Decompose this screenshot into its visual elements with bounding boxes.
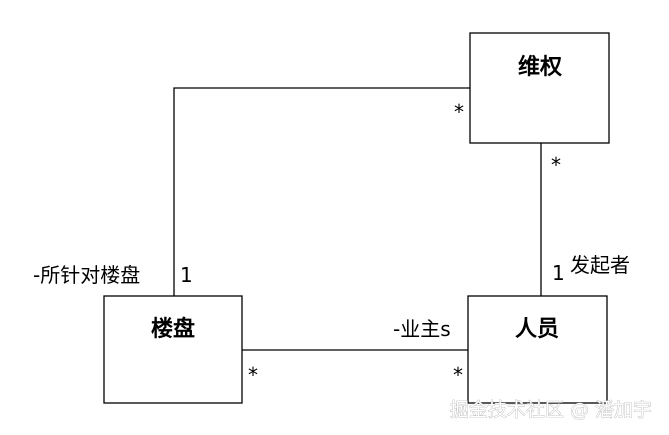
class-renyuan-box: [467, 295, 608, 404]
multiplicity-loupan-weiquan-end-loupan: 1: [180, 263, 193, 287]
role-label-loupan: -所针对楼盘: [33, 263, 140, 287]
role-label-faqizhe: 发起者: [570, 253, 630, 277]
class-renyuan-name: 人员: [515, 317, 559, 342]
class-renyuan[interactable]: 人员: [467, 295, 608, 404]
watermark-text: 掘金技术社区 @ 潘加宇: [450, 399, 652, 421]
class-loupan[interactable]: 楼盘: [103, 295, 243, 404]
multiplicity-loupan-weiquan-end-weiquan: *: [454, 100, 464, 124]
multiplicity-loupan-renyuan-end-loupan: *: [248, 363, 258, 387]
multiplicity-renyuan-weiquan-end-weiquan: *: [551, 153, 561, 177]
class-weiquan-box: [469, 32, 610, 144]
association-line-loupan-weiquan: [173, 87, 470, 296]
multiplicity-renyuan-weiquan-end-renyuan: 1: [552, 261, 565, 285]
class-weiquan[interactable]: 维权: [469, 32, 610, 144]
class-weiquan-name: 维权: [518, 54, 563, 80]
class-loupan-name: 楼盘: [151, 316, 195, 342]
role-label-yezhu: -业主s: [393, 317, 451, 341]
class-loupan-box: [103, 295, 243, 404]
multiplicity-loupan-renyuan-end-renyuan: *: [453, 363, 463, 387]
